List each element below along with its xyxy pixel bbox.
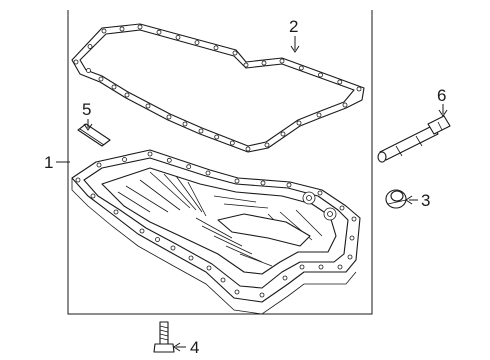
bolt-hole (75, 177, 81, 183)
bolt-hole (279, 58, 285, 64)
callout-4: 4 (190, 338, 199, 357)
bolt-hole (318, 72, 323, 78)
bolt-hole (213, 45, 219, 51)
bolt-hole (166, 114, 172, 120)
bolt-hole (86, 68, 91, 73)
bolt-hole (214, 134, 220, 140)
bolt-hole (220, 277, 226, 283)
pan-gasket-icon (71, 23, 365, 153)
bolt-hole (347, 254, 353, 260)
pan-bolt-icon (153, 321, 175, 353)
bolt-hole (337, 264, 343, 270)
bolt-hole (316, 112, 322, 118)
bolt-hole (234, 178, 240, 184)
oil-pan-icon (71, 149, 361, 315)
bolt-hole (298, 65, 304, 71)
bolt-hole (166, 157, 172, 163)
callout-1: 1 (44, 153, 53, 172)
oil-tube-icon (377, 115, 451, 163)
bolt-hole (198, 128, 204, 134)
bolt-hole (299, 264, 305, 270)
bolt-hole (317, 190, 323, 196)
bolt-hole (139, 228, 145, 234)
bolt-hole (243, 62, 249, 68)
bolt-hole (260, 180, 266, 186)
bolt-hole (87, 44, 93, 49)
bolt-hole (264, 142, 270, 148)
bolt-hole (73, 59, 79, 65)
bolt-hole (339, 205, 345, 211)
bolt-hole (259, 292, 265, 298)
bolt-hole (156, 29, 162, 35)
bolt-hole (145, 103, 151, 109)
bolt-hole (245, 146, 251, 152)
bolt-hole (170, 245, 176, 251)
bolt-hole (137, 24, 143, 30)
bolt-hole (205, 170, 211, 176)
bolt-hole (286, 182, 292, 188)
bolt-hole (188, 255, 194, 261)
bolt-hole (356, 86, 362, 92)
bolt-hole (337, 79, 343, 85)
bolt-hole (101, 28, 107, 34)
bolt-hole (155, 237, 160, 242)
bolt-hole (280, 131, 286, 137)
callout-5: 5 (82, 100, 91, 119)
bolt-hole (194, 40, 200, 45)
bolt-hole (342, 102, 348, 108)
bolt-hole (261, 60, 267, 66)
bolt-hole (186, 164, 192, 170)
bolt-hole (229, 140, 235, 146)
bolt-hole (234, 289, 240, 295)
bolt-hole (90, 193, 96, 199)
bolt-hole (124, 92, 130, 98)
bolt-hole (349, 235, 355, 241)
callout-3: 3 (421, 191, 430, 210)
bolt-hole (282, 275, 288, 281)
drain-plug-icon (385, 189, 407, 209)
bolt-hole (232, 50, 238, 56)
callout-6: 6 (437, 86, 446, 105)
bolt-hole (182, 121, 188, 127)
bolt-hole (147, 151, 153, 157)
bolt-hole (318, 264, 324, 270)
bolt-hole (113, 209, 119, 215)
bolt-hole (111, 84, 117, 90)
bolt-hole (175, 35, 181, 40)
callout-2: 2 (289, 17, 298, 36)
filter-seal-icon (77, 123, 111, 147)
bolt-hole (351, 216, 357, 222)
bolt-hole (296, 120, 302, 126)
bolt-hole (98, 76, 104, 82)
bolt-hole (96, 162, 102, 168)
leader-lines (56, 36, 448, 352)
bolt-hole (119, 26, 125, 32)
bolt-hole (122, 157, 127, 162)
bolt-hole (206, 265, 212, 271)
